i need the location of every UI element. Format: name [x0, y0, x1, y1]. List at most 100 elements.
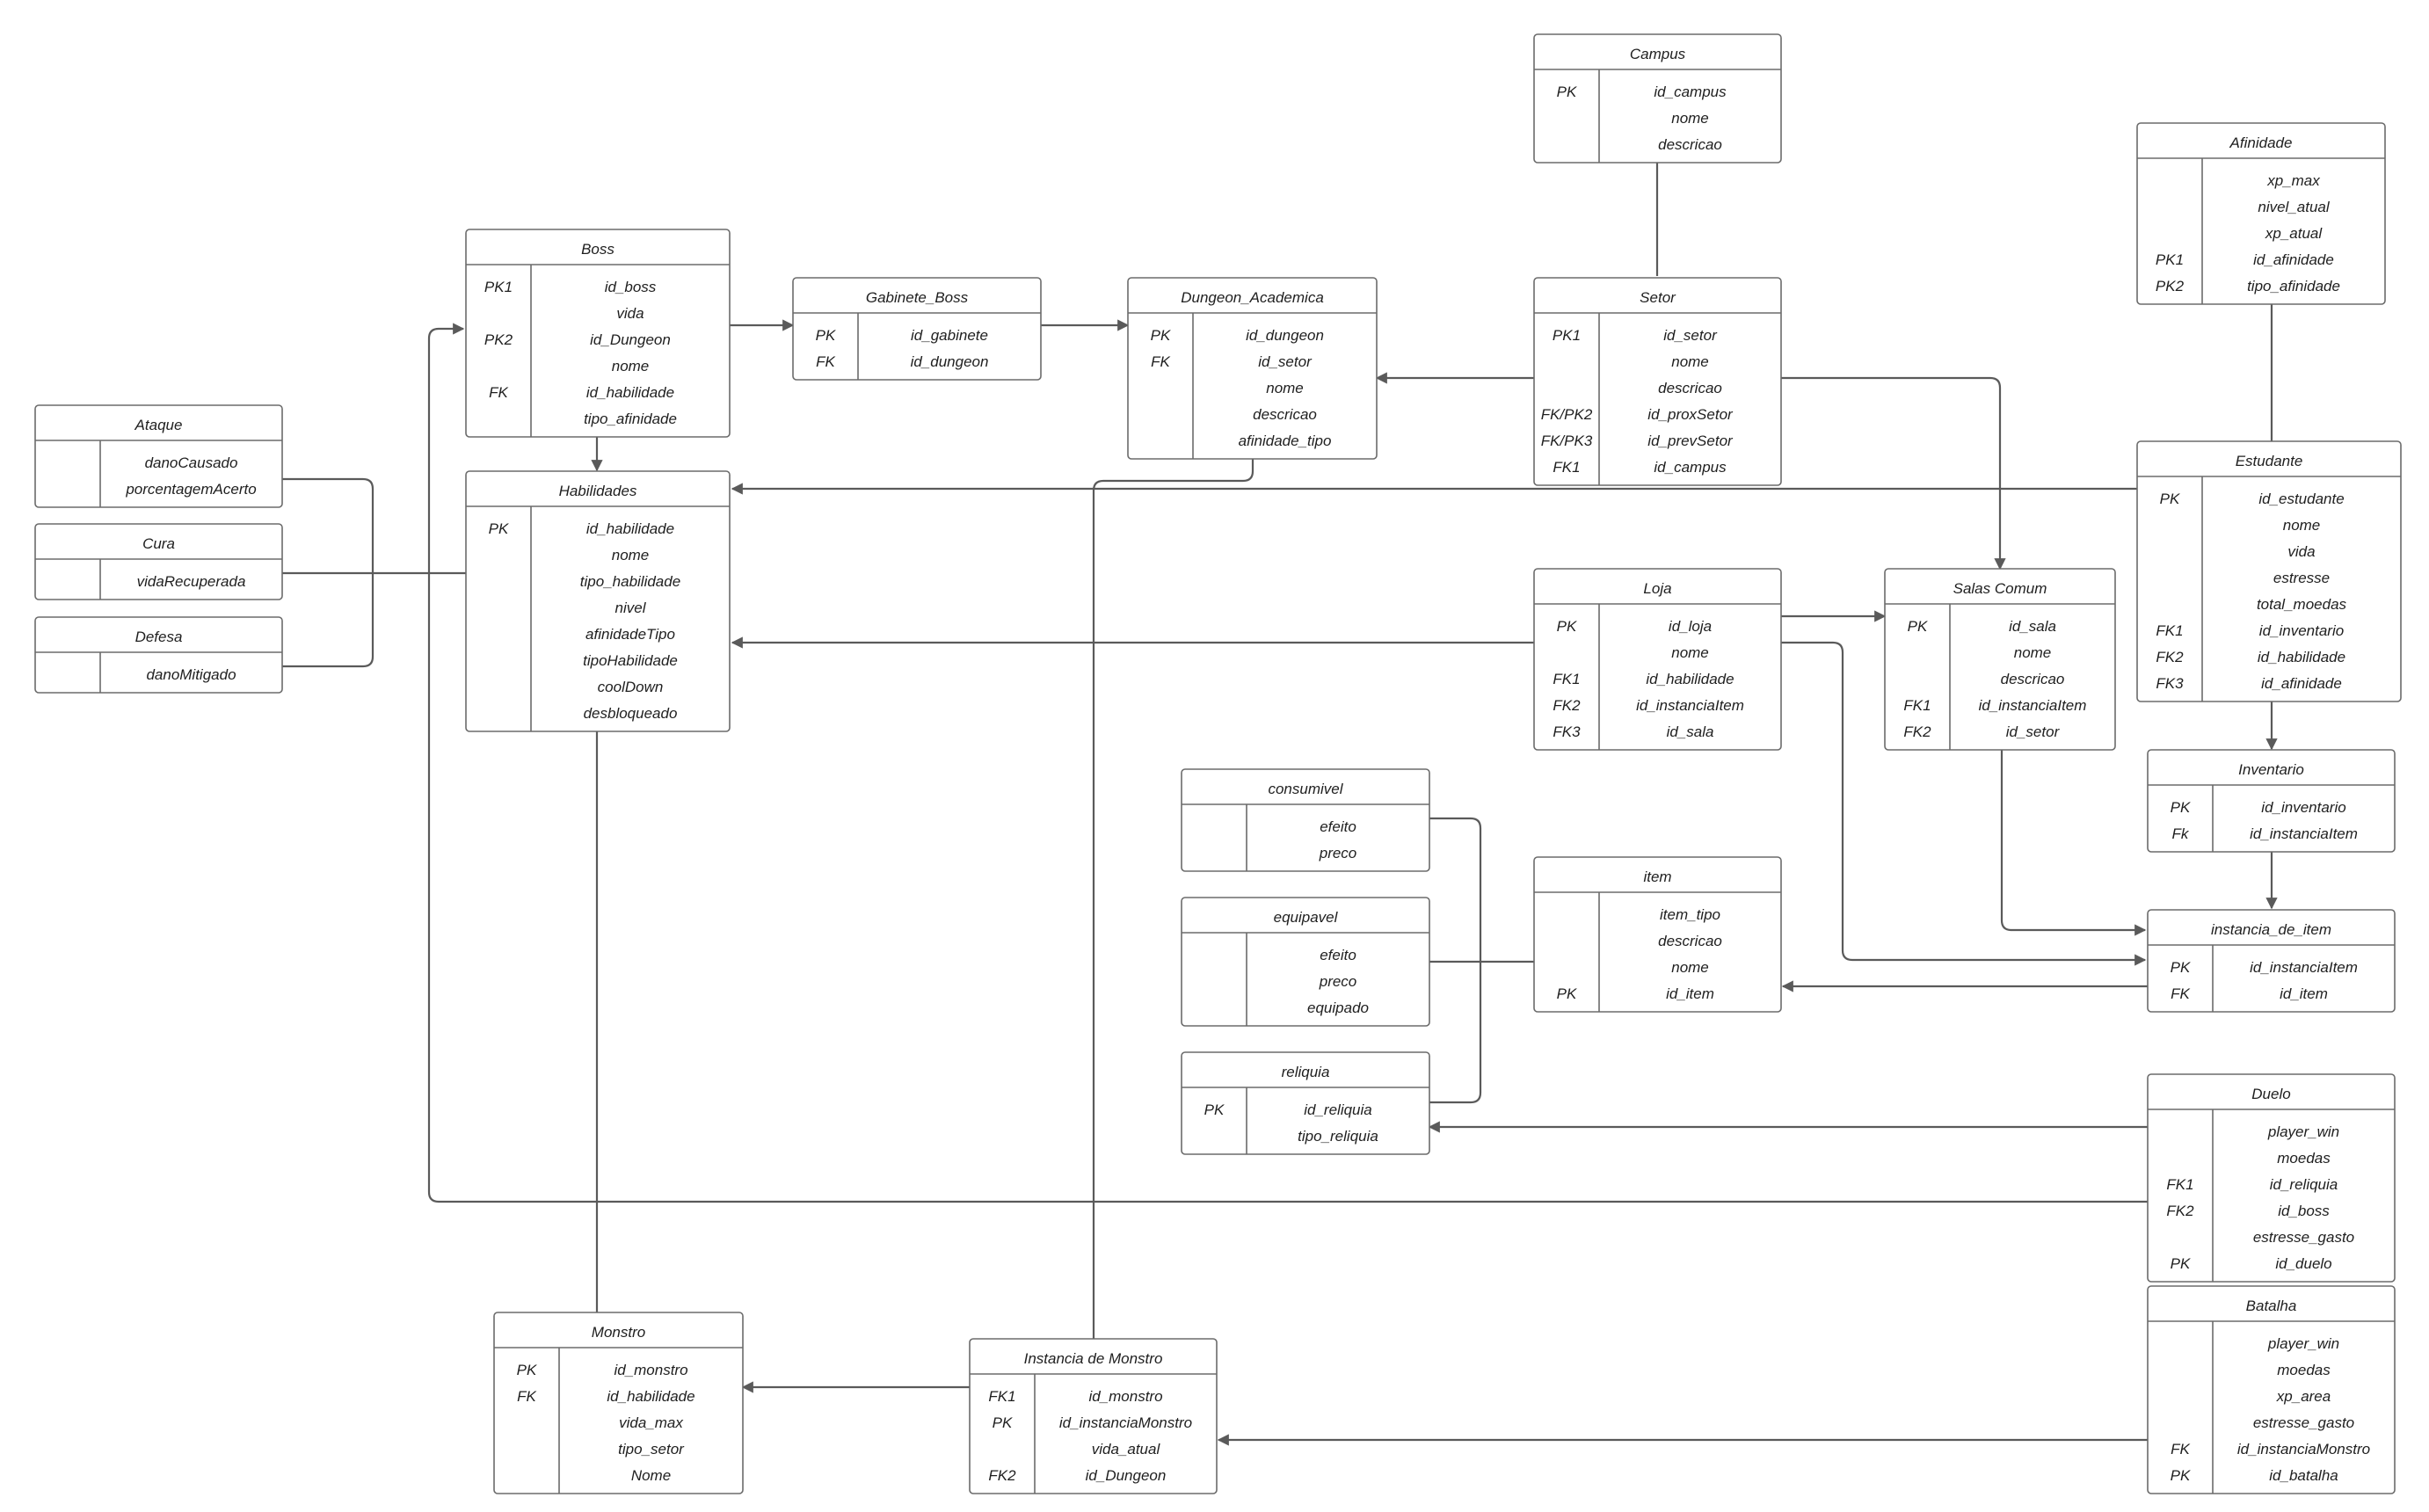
relationship-lines [282, 149, 2278, 1446]
entity-box [1533, 856, 1782, 1013]
attribute-name: xp_area [2276, 1388, 2331, 1405]
attribute-name: id_instanciaItem [2250, 825, 2358, 842]
entity-title: Afinidade [2229, 134, 2293, 151]
attribute-key: PK [1908, 618, 1928, 635]
entity-box [2147, 1285, 2396, 1494]
attribute-name: nome [1671, 110, 1709, 127]
entity-title: Batalha [2246, 1298, 2297, 1314]
attribute-key: FK [2171, 985, 2190, 1002]
attribute-key: FK1 [1903, 697, 1931, 714]
entity-box [2147, 1073, 2396, 1283]
attribute-key: FK2 [1553, 697, 1581, 714]
entity-title: Inventario [2238, 761, 2304, 778]
attribute-key: PK1 [2156, 251, 2184, 268]
attribute-name: estresse_gasto [2253, 1229, 2354, 1246]
attribute-name: id_monstro [614, 1362, 687, 1378]
attribute-name: player_win [2267, 1123, 2339, 1140]
attribute-name: tipo_reliquia [1298, 1128, 1378, 1145]
attribute-key: FK [816, 353, 835, 370]
entity-batalha[interactable]: Batalhaplayer_winmoedasxp_areaestresse_g… [2147, 1285, 2396, 1494]
entity-box [2136, 122, 2386, 305]
attribute-name: tipo_habilidade [580, 573, 680, 590]
attribute-name: id_habilidade [607, 1388, 695, 1405]
attribute-name: id_prevSetor [1647, 433, 1734, 449]
attribute-name: xp_atual [2265, 225, 2323, 242]
attribute-name: afinidadeTipo [585, 626, 675, 643]
attribute-name: nome [1266, 380, 1304, 396]
attribute-key: FK1 [2166, 1176, 2193, 1193]
attribute-name: id_batalha [2269, 1467, 2338, 1484]
attribute-name: id_afinidade [2261, 675, 2342, 692]
entity-title: Gabinete_Boss [866, 289, 969, 306]
entity-box [1533, 277, 1782, 486]
attribute-name: descricao [1658, 933, 1722, 949]
relation-setor-salas [1781, 376, 2006, 571]
attribute-name: id_habilidade [586, 384, 674, 401]
attribute-name: nome [612, 358, 650, 374]
entity-box [1884, 568, 2116, 751]
attribute-name: descricao [1253, 406, 1317, 423]
attribute-key: PK [816, 327, 836, 344]
attribute-key: PK [517, 1362, 537, 1378]
attribute-name: moedas [2277, 1150, 2331, 1167]
attribute-key: PK [2171, 959, 2191, 976]
attribute-name: nome [1671, 353, 1709, 370]
attribute-name: id_dungeon [911, 353, 989, 370]
entity-title: Campus [1630, 46, 1686, 62]
relation-consumivel-item [1429, 817, 1482, 1104]
entity-title: Ataque [135, 417, 183, 433]
entity-title: Defesa [135, 629, 183, 645]
entity-box [2147, 909, 2396, 1013]
attribute-key: FK [489, 384, 508, 401]
attribute-key: Fk [2172, 825, 2190, 842]
attribute-name: descricao [2001, 671, 2065, 687]
attribute-key: PK [1557, 618, 1577, 635]
attribute-name: id_item [1666, 985, 1714, 1002]
attribute-name: total_moedas [2257, 596, 2347, 613]
entity-box [1533, 33, 1782, 164]
attribute-key: FK/PK3 [1541, 433, 1593, 449]
entity-title: Estudante [2236, 453, 2303, 469]
attribute-name: id_habilidade [586, 520, 674, 537]
attribute-name: xp_max [2266, 172, 2320, 189]
attribute-name: nome [2283, 517, 2321, 534]
entity-title: instancia_de_item [2211, 921, 2331, 938]
attribute-key: FK2 [1903, 723, 1931, 740]
attribute-name: vida [2287, 543, 2315, 560]
entity-box [1181, 897, 1430, 1027]
attribute-name: preco [1319, 845, 1357, 861]
attribute-name: id_instanciaMonstro [2237, 1441, 2370, 1457]
attribute-key: PK [2160, 491, 2180, 507]
entity-box [34, 523, 283, 600]
attribute-name: id_loja [1669, 618, 1712, 635]
attribute-key: FK1 [1553, 459, 1580, 476]
attribute-name: efeito [1320, 947, 1356, 963]
attribute-name: id_boss [2278, 1203, 2330, 1219]
attribute-name: equipado [1307, 1000, 1369, 1016]
attribute-key: PK [1204, 1101, 1225, 1118]
attribute-name: tipo_setor [618, 1441, 685, 1457]
